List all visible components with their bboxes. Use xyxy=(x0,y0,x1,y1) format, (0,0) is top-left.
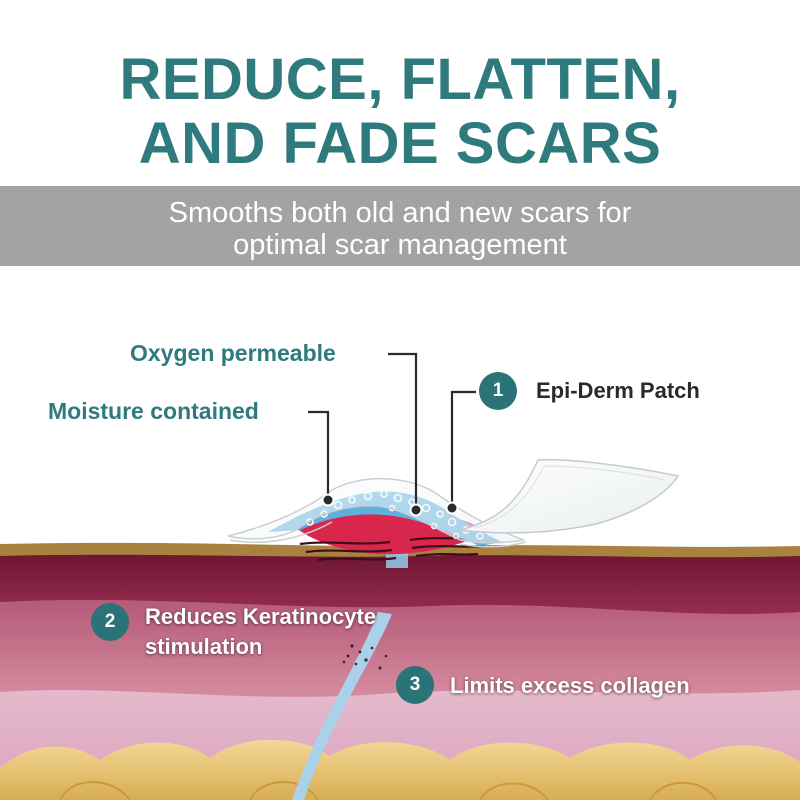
subheadline: Smooths both old and new scars for optim… xyxy=(0,197,800,261)
step-3-label: Limits excess collagen xyxy=(450,673,690,698)
fat-layer xyxy=(0,739,800,800)
step-2-badge: 2 xyxy=(91,603,129,641)
step-1-badge: 1 xyxy=(479,372,517,410)
callout-leaders xyxy=(308,352,476,508)
step-2-label-line-1: Reduces Keratinocyte xyxy=(145,604,377,629)
applied-patch xyxy=(227,477,525,544)
oxygen-permeable-label: Oxygen permeable xyxy=(130,340,336,366)
subheadline-line-1: Smooths both old and new scars for xyxy=(168,197,632,229)
scar-lines xyxy=(299,536,485,562)
upper-dermis-layer xyxy=(0,552,800,614)
subheadline-line-2: optimal scar management xyxy=(233,229,567,261)
stimulation-dots xyxy=(342,644,388,670)
callout-dots xyxy=(321,493,459,517)
moisture-contained-label: Moisture contained xyxy=(48,398,259,424)
headline: REDUCE, FLATTEN, AND FADE SCARS xyxy=(0,48,800,176)
step-1-label: Epi-Derm Patch xyxy=(536,378,700,403)
step-2-label-line-2: stimulation xyxy=(145,634,263,659)
peeled-patch xyxy=(459,458,680,534)
headline-line-1: REDUCE, FLATTEN, xyxy=(119,47,681,112)
peeled-patch-inner xyxy=(473,465,665,529)
headline-line-2: AND FADE SCARS xyxy=(138,111,662,176)
step-2-label: Reduces Keratinocyte stimulation xyxy=(145,602,376,662)
fat-cell-outlines xyxy=(59,781,717,800)
subheadline-band xyxy=(0,186,800,266)
step-3-badge: 3 xyxy=(396,666,434,704)
mid-dermis-layer xyxy=(0,593,800,697)
patch-edge xyxy=(229,521,527,548)
